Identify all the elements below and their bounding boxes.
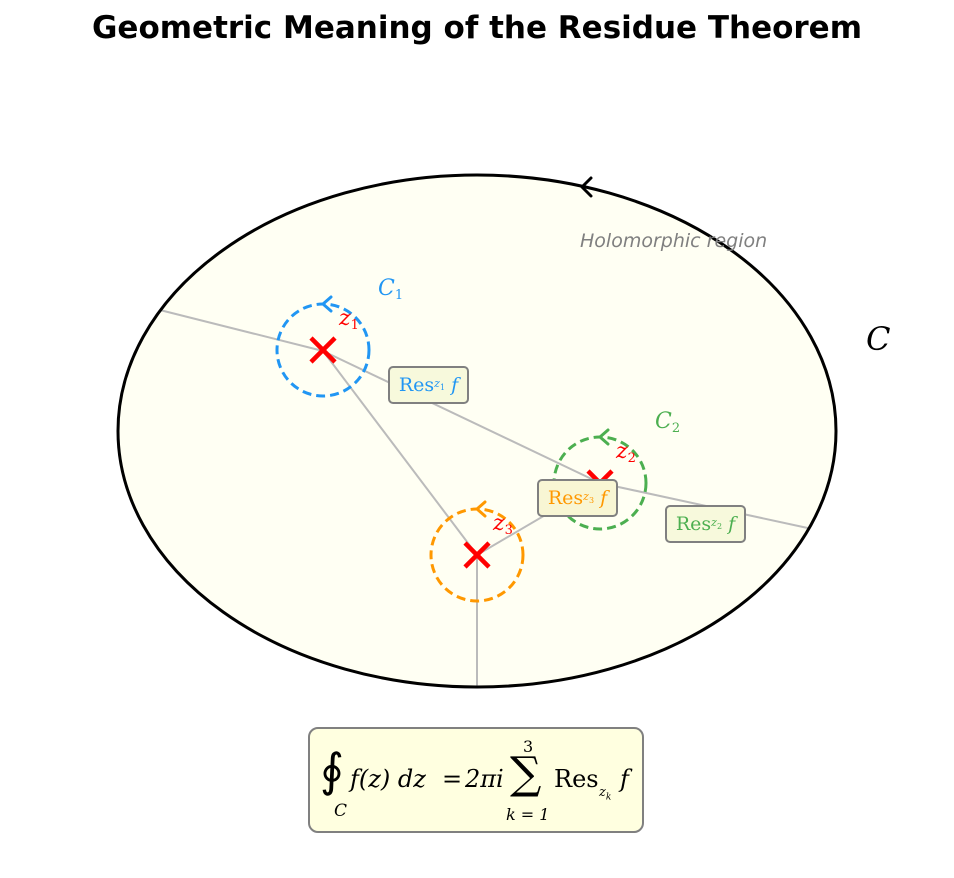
pole-z2-label: z2 [615, 439, 636, 466]
contour-integral-sign: ∮ [320, 743, 344, 797]
residue-sub: z1 [434, 377, 446, 393]
connector-line [322, 350, 601, 484]
integral-subscript: C [334, 801, 348, 821]
connector-line [322, 350, 478, 556]
circle-C1-label: C1 [378, 276, 403, 303]
region-label: Holomorphic region [580, 230, 767, 252]
pole-z1-marker [309, 336, 337, 364]
pole-z3-label: z3 [492, 511, 513, 538]
holomorphic-region [118, 175, 836, 687]
contour-C [116, 173, 838, 689]
pole-z3-marker [463, 541, 491, 569]
residue-sub: z2 [711, 516, 723, 532]
circle-C1-arrow [321, 295, 333, 313]
summation-lower: k = 1 [506, 805, 550, 824]
formula-equals: = [442, 765, 463, 793]
formula-coefficient: 2πi [465, 765, 504, 793]
formula-res-sub: zk [599, 785, 612, 803]
pole-z1-label: z1 [338, 306, 359, 333]
circle-C2-arrow [598, 428, 610, 446]
summation-sign: ∑ [510, 748, 542, 799]
circle-C3-arrow [475, 500, 487, 518]
residue-theorem-formula: ∮ C f(z) dz = 2πi ∑ 3 k = 1 Res zk f [308, 727, 644, 833]
formula-res-fn: f [620, 765, 629, 793]
page-title: Geometric Meaning of the Residue Theorem [91, 10, 863, 46]
contour-label: C [866, 320, 890, 358]
contour-direction-arrow [580, 176, 593, 198]
circle-C2-label: C2 [655, 409, 680, 436]
summation-upper: 3 [523, 737, 534, 756]
formula-res: Res [554, 765, 599, 793]
connector-line [139, 304, 324, 352]
formula-lhs: f(z) dz [350, 765, 426, 793]
residue-sub: z3 [583, 490, 595, 506]
